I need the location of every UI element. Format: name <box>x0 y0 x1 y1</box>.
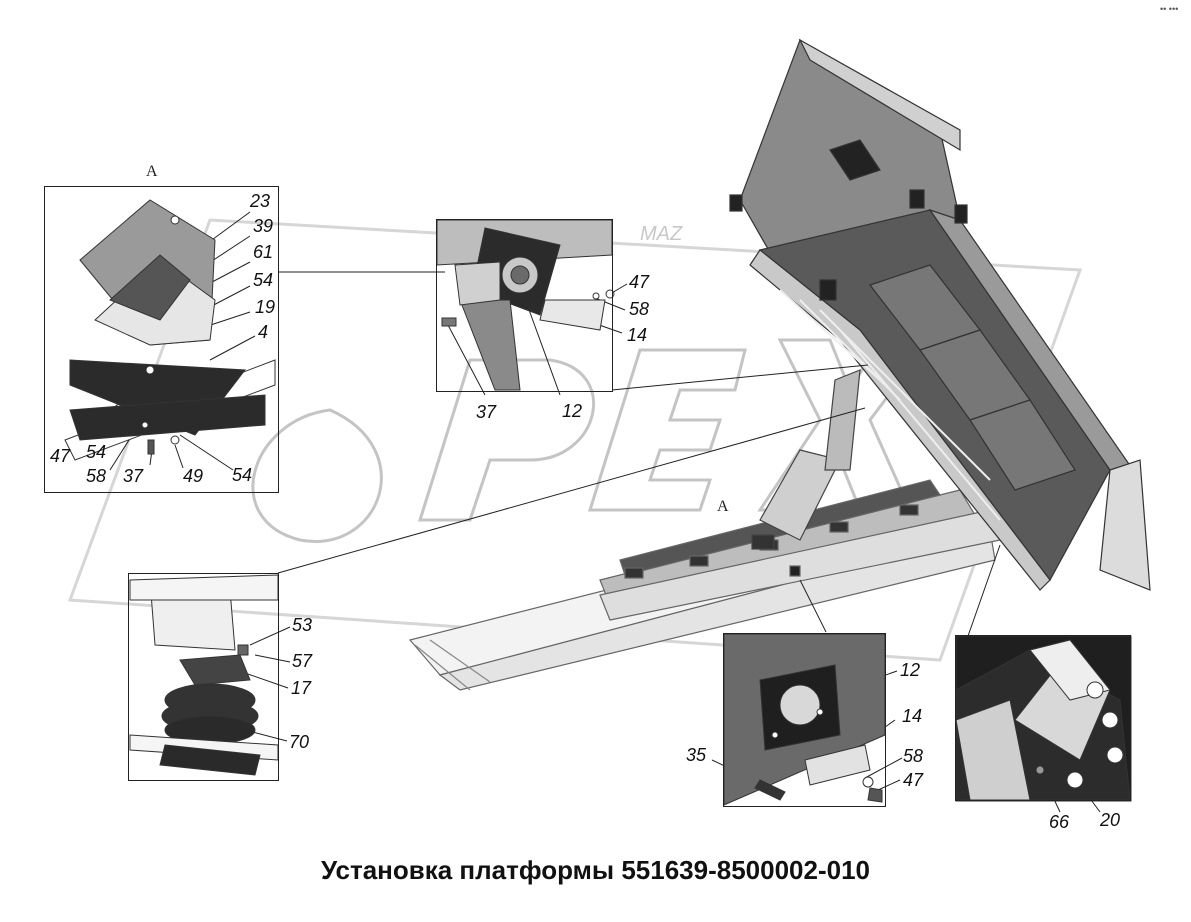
callout-54: 54 <box>232 465 253 485</box>
inset-pin-plate <box>723 633 886 807</box>
callout-58: 58 <box>629 299 650 319</box>
callout-19: 19 <box>255 297 276 317</box>
dump-body <box>729 38 1151 591</box>
svg-text:MAZ: MAZ <box>640 223 683 245</box>
callout-47: 47 <box>903 770 924 790</box>
lift-mechanism <box>751 369 861 550</box>
callout-57: 57 <box>292 651 313 671</box>
inset-top-mount-art <box>436 219 615 391</box>
view-a-arrow-letter: A <box>717 498 729 515</box>
callout-58: 58 <box>86 466 107 486</box>
inset-view-a <box>44 186 279 493</box>
inset-hinge-art <box>955 635 1132 802</box>
callout-61: 61 <box>253 242 274 262</box>
callout-14: 14 <box>902 706 923 726</box>
callout-54: 54 <box>86 442 107 462</box>
callout-37: 37 <box>476 402 497 422</box>
corner-mark: •• ••• <box>1160 4 1179 14</box>
callout-37: 37 <box>123 466 144 486</box>
callout-54: 54 <box>253 270 274 290</box>
inset-hinge <box>955 635 1131 801</box>
callout-39: 39 <box>253 216 274 236</box>
inset-view-a-art <box>64 199 276 461</box>
callout-4: 4 <box>258 322 269 342</box>
callout-20: 20 <box>1100 810 1121 830</box>
callout-23: 23 <box>250 191 271 211</box>
inset-air-spring <box>128 573 279 781</box>
callout-12: 12 <box>562 401 583 421</box>
callout-58: 58 <box>903 746 924 766</box>
callout-53: 53 <box>292 615 313 635</box>
callout-47: 47 <box>629 272 650 292</box>
callout-12: 12 <box>900 660 921 680</box>
inset-air-spring-art <box>129 574 279 776</box>
callout-35: 35 <box>686 745 707 765</box>
callout-70: 70 <box>289 732 310 752</box>
callout-49: 49 <box>183 466 204 486</box>
inset-a-letter: A <box>146 163 158 180</box>
drawing-title: Установка платформы 551639-8500002-010 <box>320 855 871 885</box>
callout-66: 66 <box>1049 812 1070 832</box>
callout-14: 14 <box>627 325 648 345</box>
inset-pin-plate-art <box>723 633 886 806</box>
inset-top-mount <box>436 219 613 392</box>
callout-47: 47 <box>50 446 71 466</box>
callout-17: 17 <box>291 678 312 698</box>
